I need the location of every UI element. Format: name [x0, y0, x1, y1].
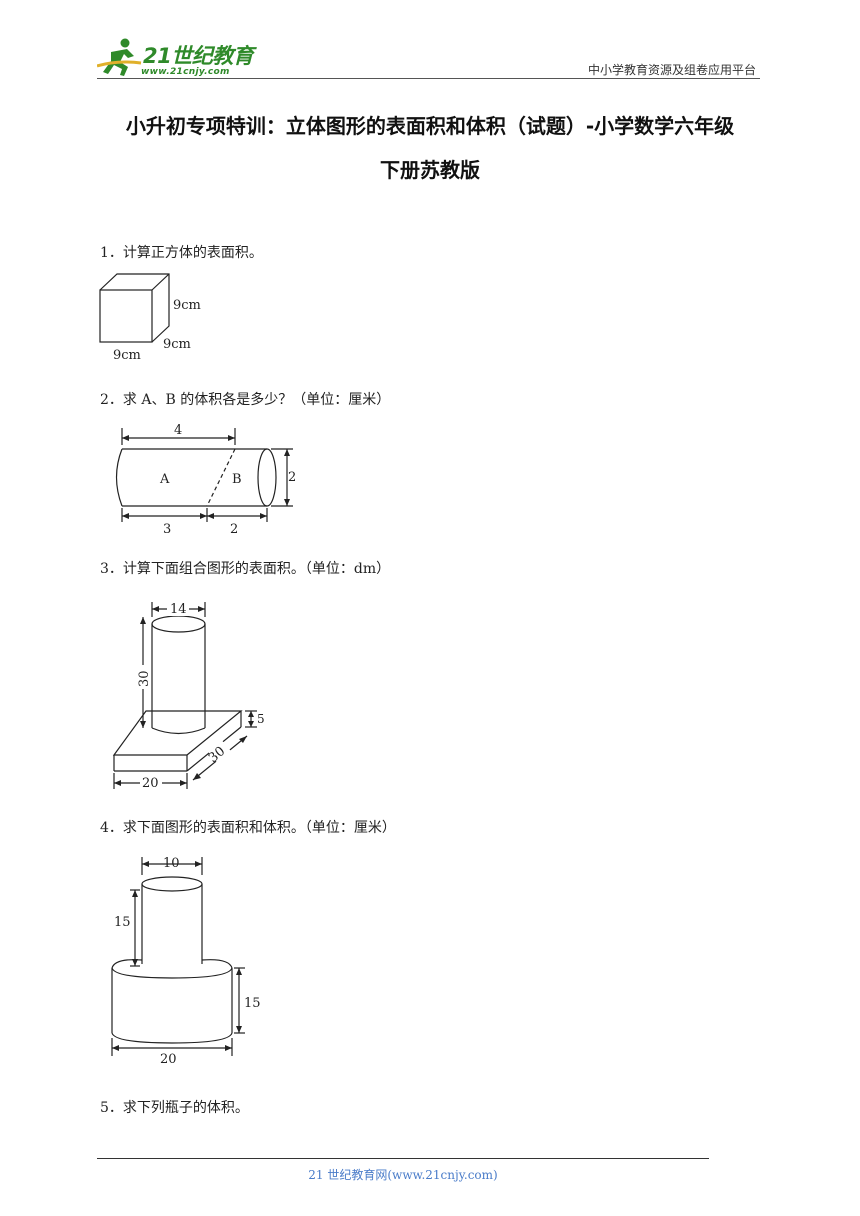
runner-logo-icon [96, 38, 142, 76]
base-height-label: 5 [257, 712, 265, 726]
top-cylinder-diameter-label: 10 [163, 856, 180, 871]
top-cylinder-height-label: 15 [114, 915, 131, 930]
base-width-label: 20 [142, 776, 159, 791]
cube-width-label: 9cm [113, 348, 141, 363]
cube-figure: 9cm 9cm 9cm [99, 273, 201, 363]
length-label-3: 3 [163, 522, 171, 537]
part-b-label: B [232, 472, 242, 487]
length-label-2: 2 [230, 522, 238, 537]
document-title-line-1: 小升初专项特训：立体图形的表面积和体积（试题）-小学数学六年级 [125, 114, 735, 138]
bottom-cylinder-height-label: 15 [244, 996, 261, 1011]
site-logo: 21世纪教育 www.21cnjy.com [96, 36, 267, 78]
stacked-cylinders-figure: 10 15 15 20 [111, 856, 261, 1065]
header-tagline: 中小学教育资源及组卷应用平台 [587, 63, 756, 77]
combined-shape-figure: 14 30 5 30 20 [112, 602, 265, 791]
header-divider [97, 78, 760, 79]
page-header: 21世纪教育 www.21cnjy.com 中小学教育资源及组卷应用平台 [96, 30, 760, 80]
cube-depth-label: 9cm [163, 337, 191, 352]
question-3: 3．计算下面组合图形的表面积。（单位：dm） [100, 561, 391, 577]
question-4: 4．求下面图形的表面积和体积。（单位：厘米） [100, 820, 396, 836]
question-1: 1．计算正方体的表面积。 [100, 245, 263, 261]
cylinder-height-label: 30 [137, 670, 152, 687]
cube-height-label: 9cm [173, 298, 201, 313]
diameter-label-2: 2 [288, 470, 296, 485]
bottom-cylinder-diameter-label: 20 [160, 1052, 177, 1065]
question-2: 2．求 A、B 的体积各是多少？（单位：厘米） [100, 392, 391, 408]
page-footer: 21 世纪教育网(www.21cnjy.com) [308, 1168, 498, 1182]
document-title-line-2: 下册苏教版 [380, 158, 480, 182]
part-a-label: A [159, 472, 170, 487]
logo-text: 21世纪教育 [143, 44, 254, 68]
cylinder-ab-figure: 4 A B 2 3 2 [115, 423, 296, 537]
footer-divider [97, 1158, 709, 1159]
question-5: 5．求下列瓶子的体积。 [100, 1100, 249, 1116]
cylinder-diameter-label: 14 [170, 602, 187, 617]
length-label-4: 4 [174, 423, 182, 438]
logo-url: www.21cnjy.com [141, 67, 230, 77]
